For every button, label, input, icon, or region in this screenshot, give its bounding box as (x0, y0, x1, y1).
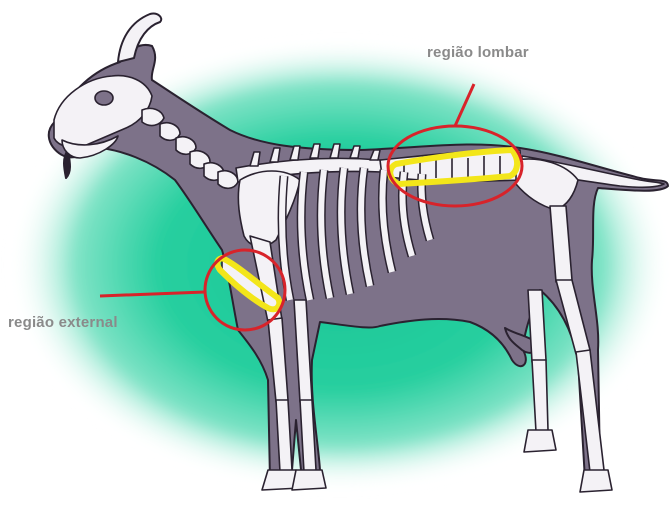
lumbar-region-label: região lombar (427, 44, 529, 61)
eye-socket (95, 91, 113, 105)
sternal-region-label: região external (8, 314, 118, 331)
